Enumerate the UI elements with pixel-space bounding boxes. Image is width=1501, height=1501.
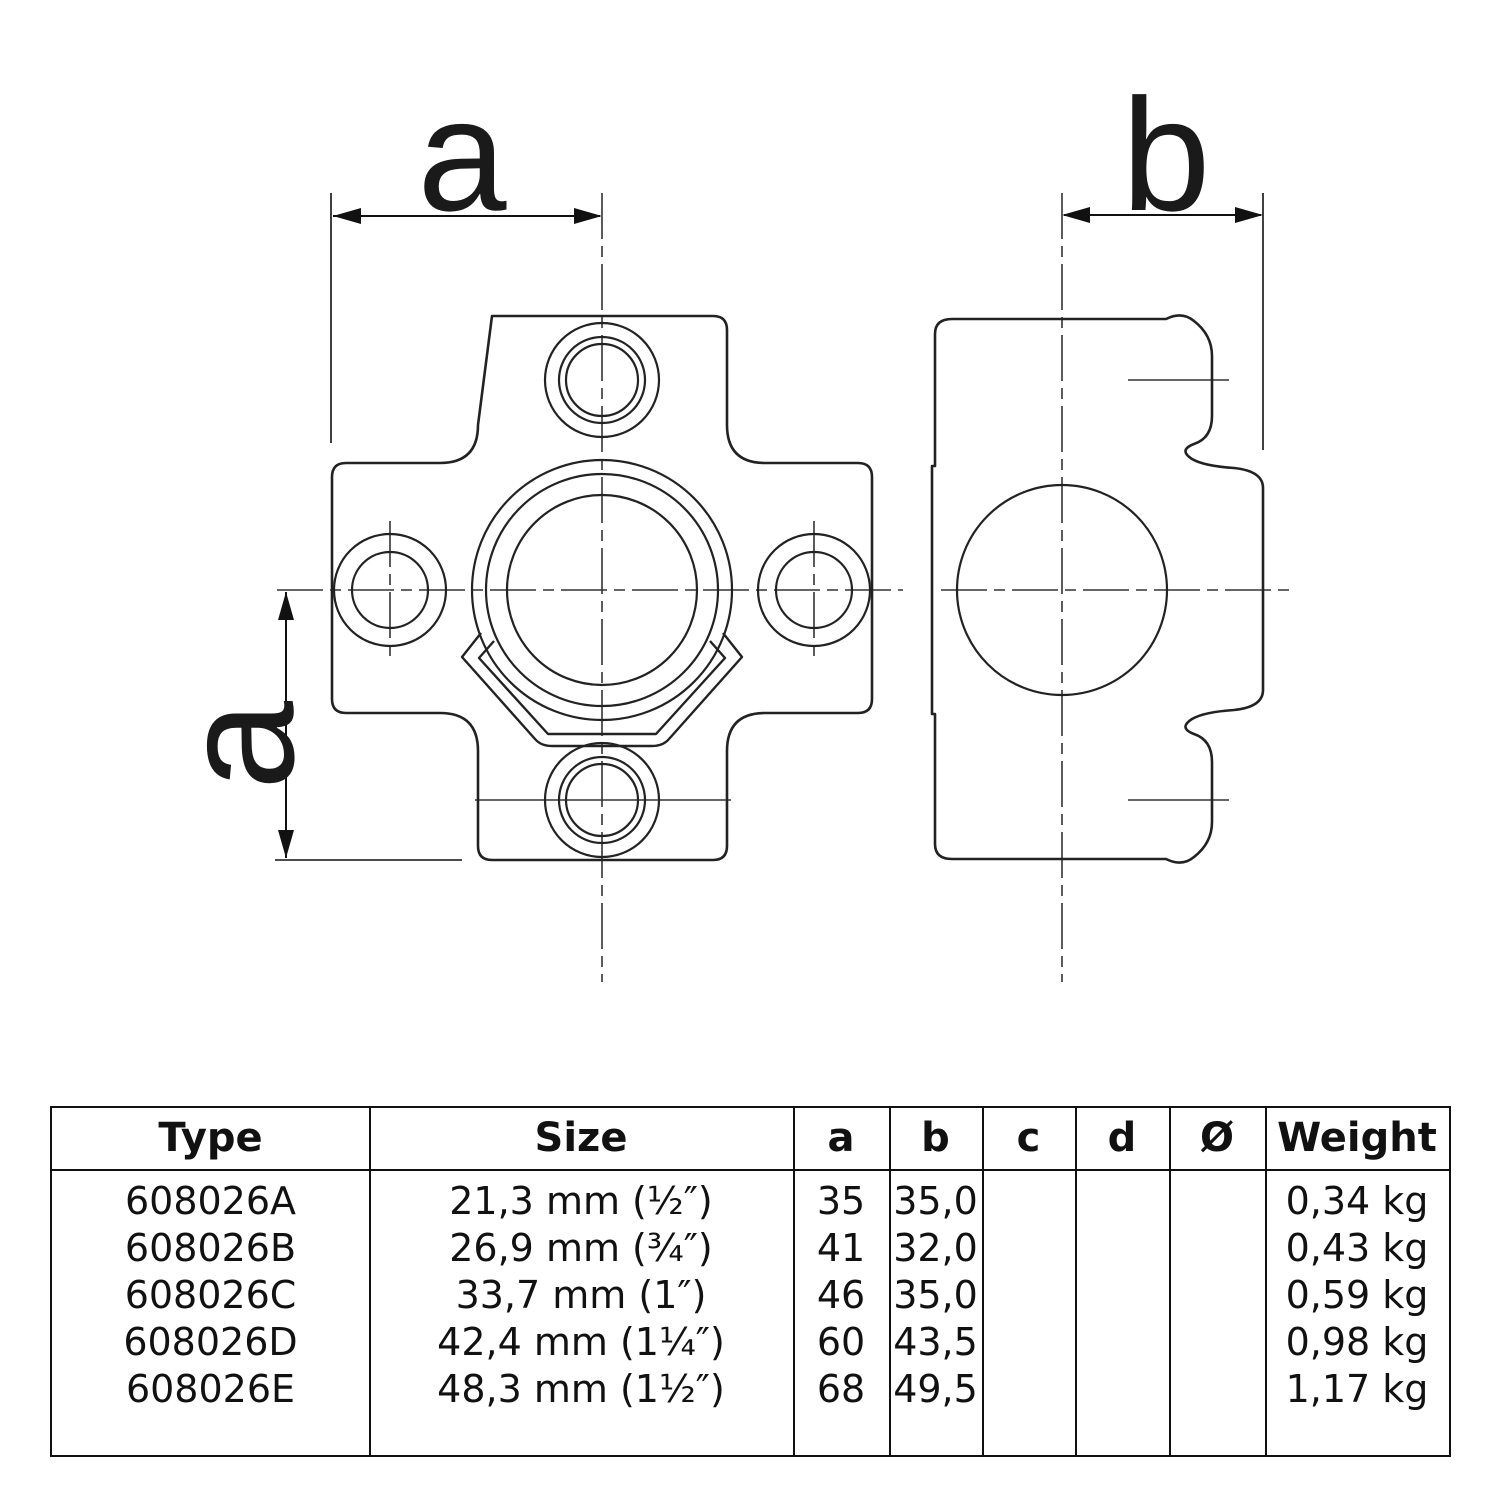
table-row-cell-a: 35 xyxy=(816,1179,866,1223)
collar-inner-edge xyxy=(477,640,727,736)
top-socket-outer xyxy=(543,321,661,439)
table-row-cell-c xyxy=(982,1319,1075,1366)
front-view-outline xyxy=(330,314,874,862)
dimension-a-left: a xyxy=(148,592,462,861)
table-row-cell-c xyxy=(982,1178,1075,1225)
table-row-cell-b: 35,0 xyxy=(893,1179,978,1223)
central-bore-circle xyxy=(505,493,699,687)
central-bore-circles xyxy=(470,458,734,722)
table-row-cell-size: 48,3 mm (1½″) xyxy=(437,1367,725,1411)
bottom-socket-mid xyxy=(557,755,647,845)
dimension-b-top: b xyxy=(1062,65,1264,450)
table-row-cell-type: 608026C xyxy=(124,1273,297,1317)
dim-a-top-arrow-left xyxy=(333,208,361,224)
table-row-cell-b: 49,5 xyxy=(893,1367,978,1411)
spec-table: Type Size a b c d Ø Weight 608026A 21,3 … xyxy=(50,1106,1451,1457)
central-flange-circle xyxy=(470,458,734,722)
table-row-cell-weight: 0,34 kg xyxy=(1285,1179,1429,1223)
table-row-cell-a: 46 xyxy=(816,1273,866,1317)
table-row-cell-a: 60 xyxy=(816,1320,866,1364)
header-type: Type xyxy=(158,1115,263,1161)
side-view-outline xyxy=(930,314,1265,864)
table-row-cell-size: 21,3 mm (½″) xyxy=(449,1179,713,1223)
table-row-cell-diameter xyxy=(1169,1366,1265,1413)
table-divider-b-c xyxy=(982,1108,984,1455)
table-row-cell-size: 33,7 mm (1″) xyxy=(455,1273,707,1317)
table-row-cell-diameter xyxy=(1169,1178,1265,1225)
table-divider-diameter-weight xyxy=(1265,1108,1267,1455)
table-row-cell-type: 608026D xyxy=(123,1320,298,1364)
table-row-cell-diameter xyxy=(1169,1272,1265,1319)
dim-b-arrow-left xyxy=(1062,207,1090,223)
bottom-socket-outer xyxy=(543,741,661,859)
table-row-cell-type: 608026B xyxy=(124,1226,297,1270)
header-c: c xyxy=(1016,1115,1041,1161)
table-divider-c-d xyxy=(1075,1108,1077,1455)
central-collar xyxy=(460,632,744,748)
socket-bosses xyxy=(332,321,872,859)
header-d: d xyxy=(1107,1115,1137,1161)
dim-label-a-left: a xyxy=(148,701,327,790)
table-row-cell-c xyxy=(982,1366,1075,1413)
table-row-cell-weight: 0,43 kg xyxy=(1285,1226,1429,1270)
header-size: Size xyxy=(534,1115,628,1161)
table-row-cell-d xyxy=(1075,1178,1169,1225)
table-divider-d-diameter xyxy=(1169,1108,1171,1455)
side-view-bore-circle xyxy=(955,483,1169,697)
table-row-cell-b: 43,5 xyxy=(893,1320,978,1364)
table-row-cell-weight: 1,17 kg xyxy=(1285,1367,1429,1411)
header-diameter: Ø xyxy=(1199,1115,1234,1161)
header-b: b xyxy=(921,1115,950,1161)
table-row-cell-type: 608026E xyxy=(125,1367,296,1411)
bottom-socket-inner xyxy=(564,762,640,838)
table-row-cell-size: 26,9 mm (¾″) xyxy=(449,1226,713,1270)
table-row-cell-d xyxy=(1075,1272,1169,1319)
left-socket-inner xyxy=(350,550,430,630)
top-socket-mid xyxy=(557,335,647,425)
table-header-separator xyxy=(52,1169,1449,1171)
table-row-cell-d xyxy=(1075,1225,1169,1272)
right-socket-inner xyxy=(774,550,854,630)
right-socket-outer xyxy=(756,532,872,648)
table-row-cell-weight: 0,59 kg xyxy=(1285,1273,1429,1317)
table-row-cell-type: 608026A xyxy=(124,1179,297,1223)
left-socket-outer xyxy=(332,532,448,648)
dimension-a-top: a xyxy=(330,65,602,443)
header-a: a xyxy=(827,1115,855,1161)
table-row-cell-weight: 0,98 kg xyxy=(1285,1320,1429,1364)
table-row-cell-b: 32,0 xyxy=(893,1226,978,1270)
table-row-cell-d xyxy=(1075,1319,1169,1366)
dim-label-a-top: a xyxy=(418,65,507,244)
table-row-cell-c xyxy=(982,1272,1075,1319)
table-row-cell-diameter xyxy=(1169,1225,1265,1272)
collar-outer-edge xyxy=(460,632,744,748)
table-row-cell-size: 42,4 mm (1¼″) xyxy=(437,1320,725,1364)
table-row-cell-a: 68 xyxy=(816,1367,866,1411)
dim-a-left-arrow-bottom xyxy=(278,830,294,858)
table-row-cell-diameter xyxy=(1169,1319,1265,1366)
dim-a-left-arrow-top xyxy=(278,592,294,620)
table-row-cell-a: 41 xyxy=(816,1226,866,1270)
table-row-cell-b: 35,0 xyxy=(893,1273,978,1317)
table-divider-type-size xyxy=(369,1108,371,1455)
table-divider-a-b xyxy=(889,1108,891,1455)
dim-label-b-top: b xyxy=(1122,65,1211,244)
table-row-cell-c xyxy=(982,1225,1075,1272)
header-weight: Weight xyxy=(1277,1115,1437,1161)
dim-a-top-arrow-right xyxy=(574,208,602,224)
top-socket-inner xyxy=(564,342,640,418)
central-mid-circle xyxy=(484,472,720,708)
dim-b-arrow-right xyxy=(1235,207,1263,223)
centerlines xyxy=(277,193,1289,982)
table-divider-size-a xyxy=(793,1108,795,1455)
table-row-cell-d xyxy=(1075,1366,1169,1413)
